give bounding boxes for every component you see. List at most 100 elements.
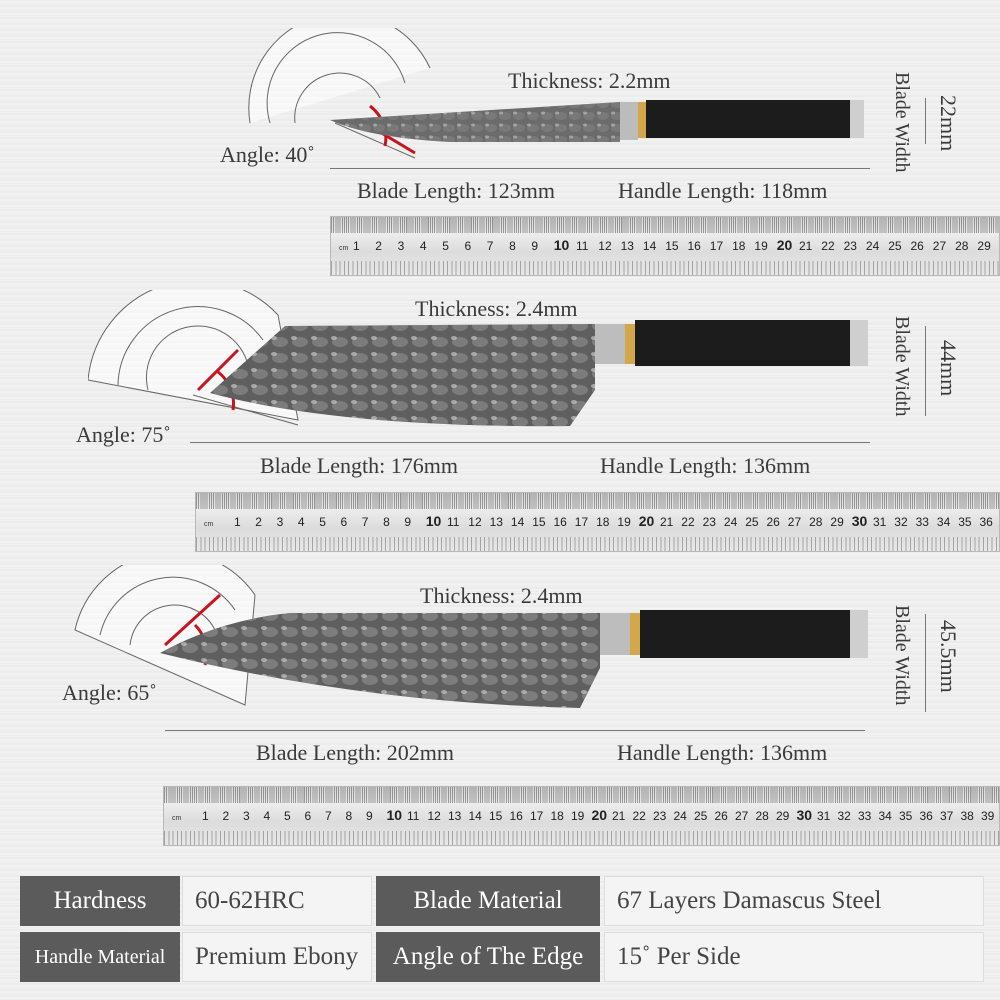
- ruler-number: 3: [397, 239, 405, 253]
- width-bracket: [925, 614, 926, 712]
- ruler-number: 13: [620, 239, 634, 253]
- handle-length-label: Handle Length: 136mm: [600, 453, 811, 478]
- ruler-number: 26: [910, 239, 924, 253]
- width-bracket: [925, 98, 926, 144]
- ruler-number: 1: [234, 515, 241, 529]
- ruler-number: 7: [486, 239, 494, 253]
- blade-width-label: Blade Width: [891, 316, 913, 417]
- thickness-label: Thickness: 2.4mm: [420, 583, 583, 608]
- ruler-number: 31: [817, 809, 831, 823]
- ruler-number: 9: [366, 809, 373, 823]
- ruler-number: 30: [796, 807, 813, 823]
- ruler-number: 11: [447, 515, 460, 529]
- edge-angle-value: 15˚ Per Side: [604, 932, 984, 982]
- ruler-number: 4: [419, 239, 427, 253]
- ruler-number: 17: [709, 239, 724, 253]
- ruler-number: 31: [873, 515, 887, 529]
- ruler-number: 12: [427, 809, 441, 823]
- ruler-number: 38: [960, 809, 974, 823]
- thickness-label: Thickness: 2.2mm: [508, 68, 671, 93]
- blade-width-value: 44mm: [936, 340, 961, 397]
- ruler-number: 3: [276, 515, 284, 529]
- ruler-number: 7: [361, 515, 369, 529]
- chef-knife-image: [160, 610, 868, 708]
- angle-label: Angle: 75˚: [76, 422, 171, 447]
- ruler-number: 18: [596, 515, 610, 529]
- ruler-number: 29: [977, 239, 991, 253]
- ruler-number: 6: [464, 239, 472, 253]
- blade-width-value: 22mm: [936, 95, 961, 152]
- thickness-label: Thickness: 2.4mm: [415, 296, 578, 321]
- ruler-number: 18: [732, 239, 746, 253]
- ruler-number: 14: [510, 515, 525, 529]
- blade-width-label: Blade Width: [891, 605, 913, 706]
- ruler-number: 12: [468, 515, 482, 529]
- ruler-number: 16: [553, 515, 567, 529]
- ruler-number: 9: [531, 239, 539, 253]
- ruler-number: 15: [532, 515, 546, 529]
- blade-material-label: Blade Material: [376, 876, 600, 926]
- ruler-number: 5: [284, 809, 291, 823]
- ruler-number: 24: [723, 515, 738, 529]
- ruler-number: 11: [576, 239, 589, 253]
- ruler-number: 23: [653, 809, 667, 823]
- ruler-number: 21: [799, 239, 813, 253]
- ruler-number: 8: [509, 239, 516, 253]
- ruler-number: 19: [571, 809, 585, 823]
- ruler-number: 8: [345, 809, 353, 823]
- ruler-number: 17: [530, 809, 544, 823]
- ruler-number: 35: [958, 515, 972, 529]
- dimension-line: [165, 730, 865, 731]
- ruler-number: 4: [297, 515, 305, 529]
- ruler-number: 28: [755, 809, 769, 823]
- handle-length-label: Handle Length: 118mm: [618, 178, 828, 203]
- ruler-number: 32: [837, 809, 851, 823]
- ruler-number: 23: [843, 239, 857, 253]
- ruler-number: 19: [754, 239, 768, 253]
- ruler-number: 25: [745, 515, 759, 529]
- paring-knife-image: [330, 100, 864, 142]
- spec-table: Hardness 60-62HRC Blade Material 67 Laye…: [20, 876, 984, 984]
- ruler-number: 21: [660, 515, 674, 529]
- ruler-number: 2: [222, 809, 230, 823]
- handle-material-value: Premium Ebony: [182, 932, 372, 982]
- ruler-number: 22: [632, 809, 646, 823]
- ruler-number: 23: [702, 515, 716, 529]
- ruler-number: 13: [448, 809, 462, 823]
- ruler-number: 6: [304, 809, 312, 823]
- ruler-number: 34: [936, 515, 951, 529]
- hardness-value: 60-62HRC: [182, 876, 372, 926]
- dimension-line: [190, 442, 870, 443]
- ruler-number: 27: [932, 239, 947, 253]
- ruler-number: 20: [776, 237, 793, 253]
- ruler-number: 10: [425, 513, 442, 529]
- ruler-number: 1: [353, 239, 360, 253]
- ruler-number: 8: [383, 515, 390, 529]
- ruler-number: 18: [550, 809, 564, 823]
- blade-length-label: Blade Length: 176mm: [260, 453, 458, 478]
- ruler-number: 37: [940, 809, 954, 823]
- ruler-number: 28: [809, 515, 823, 529]
- ruler-number: 17: [574, 515, 589, 529]
- ruler-number: 13: [489, 515, 503, 529]
- ruler-number: 24: [673, 809, 687, 823]
- ruler-number: 22: [821, 239, 835, 253]
- ruler-number: 28: [955, 239, 969, 253]
- ruler-number: 15: [489, 809, 503, 823]
- blade-width-value: 45.5mm: [936, 620, 961, 693]
- ruler-number: 33: [915, 515, 929, 529]
- blade-material-value: 67 Layers Damascus Steel: [604, 876, 984, 926]
- hardness-label: Hardness: [20, 876, 180, 926]
- ruler-number: 4: [263, 809, 271, 823]
- ruler-number: 15: [665, 239, 679, 253]
- ruler-number: 33: [858, 809, 872, 823]
- ruler-number: 3: [243, 809, 250, 823]
- ruler-number: 14: [468, 809, 482, 823]
- ruler-number: 5: [319, 515, 326, 529]
- blade-length-label: Blade Length: 123mm: [357, 178, 555, 203]
- width-bracket: [925, 326, 926, 416]
- ruler-number: 29: [776, 809, 790, 823]
